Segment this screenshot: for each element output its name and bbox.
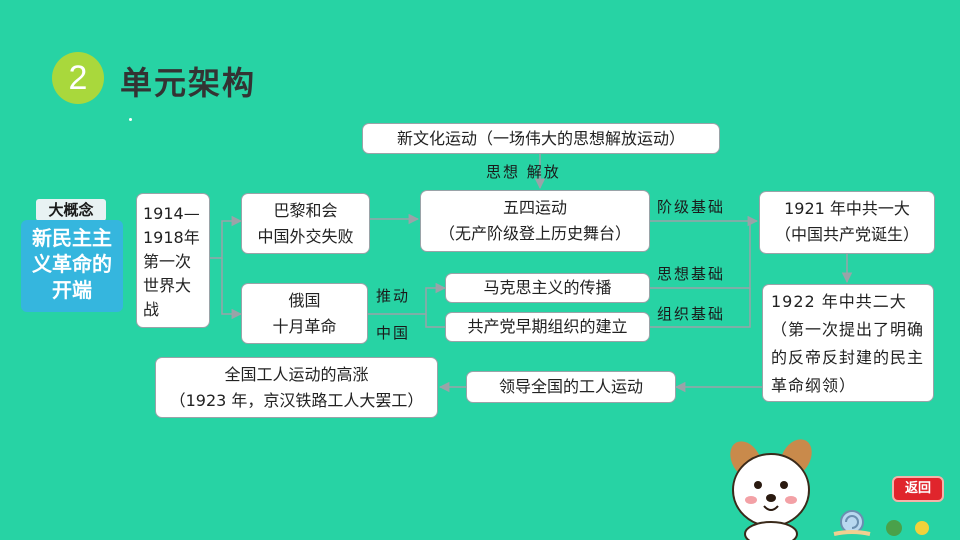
- node-may-fourth-line2: （无产阶级登上历史舞台）: [438, 224, 631, 243]
- edge-october-marx: [368, 282, 447, 315]
- node-early-orgs: 共产党早期组织的建立: [445, 312, 650, 342]
- label-thought-foundation: 思想基础: [657, 265, 726, 283]
- node-october-line1: 俄国: [288, 291, 321, 310]
- node-workers-upsurge: 全国工人运动的高涨 （1923 年，京汉铁路工人大罢工）: [155, 357, 438, 418]
- node-may-fourth-line1: 五四运动: [502, 198, 567, 217]
- edge-october-orgs: [425, 314, 445, 328]
- node-new-culture: 新文化运动（一场伟大的思想解放运动）: [362, 123, 720, 154]
- node-paris: 巴黎和会 中国外交失败: [241, 193, 370, 254]
- edge-ww1-paris: [210, 215, 243, 259]
- label-china: 中国: [376, 324, 411, 342]
- node-october: 俄国 十月革命: [241, 283, 368, 344]
- node-first-congress: 1921 年中共一大 （中国共产党诞生）: [759, 191, 935, 254]
- node-may-fourth: 五四运动 （无产阶级登上历史舞台）: [420, 190, 650, 252]
- edge-orgs-first: [650, 288, 751, 328]
- node-paris-line1: 巴黎和会: [273, 201, 338, 220]
- node-first-congress-line1: 1921 年中共一大: [784, 199, 910, 218]
- decor-dot: [129, 118, 132, 121]
- puppy-mascot-illustration: [730, 439, 812, 540]
- node-marxism: 马克思主义的传播: [445, 273, 650, 303]
- node-paris-line2: 中国外交失败: [257, 227, 354, 246]
- node-october-line2: 十月革命: [272, 317, 337, 336]
- back-button[interactable]: 返回: [892, 476, 944, 502]
- node-workers-upsurge-line1: 全国工人运动的高涨: [224, 365, 369, 384]
- node-first-congress-line2: （中国共产党诞生）: [774, 225, 919, 244]
- node-second-congress: 1922 年中共二大（第一次提出了明确的反帝反封建的民主革命纲领）: [762, 284, 934, 402]
- label-thought-liberation: 思想 解放: [486, 163, 561, 181]
- page-title: 单元架构: [120, 64, 257, 102]
- concept-tag: 大概念: [36, 199, 106, 221]
- label-org-foundation: 组织基础: [657, 305, 726, 323]
- section-number-badge: 2: [52, 52, 104, 104]
- label-push: 推动: [376, 287, 411, 305]
- snail-and-plants-illustration: [833, 510, 929, 536]
- edge-ww1-october: [221, 258, 243, 320]
- node-ww1: 1914—1918年第一次世界大战: [136, 193, 210, 328]
- node-workers-upsurge-line2: （1923 年，京汉铁路工人大罢工）: [169, 391, 424, 410]
- concept-text: 新民主主义革命的开端: [21, 220, 123, 312]
- node-lead-workers: 领导全国的工人运动: [466, 371, 676, 403]
- label-class-foundation: 阶级基础: [657, 198, 726, 216]
